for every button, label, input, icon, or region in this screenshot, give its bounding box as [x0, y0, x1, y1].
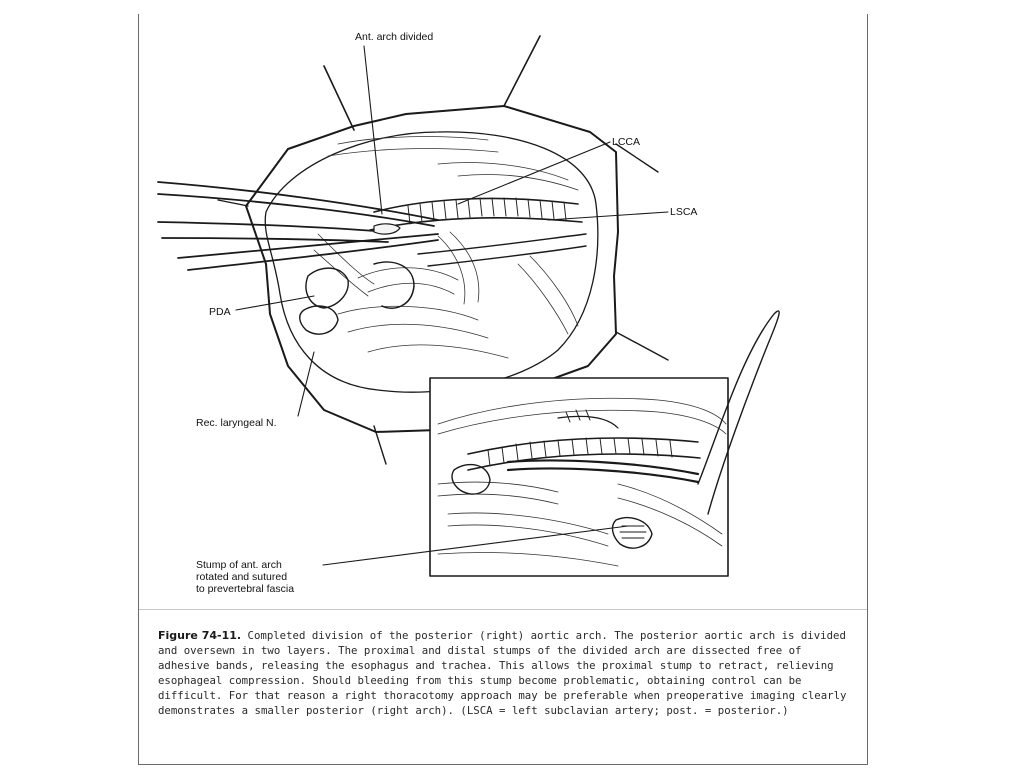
label-rec-laryngeal: Rec. laryngeal N. — [196, 417, 277, 429]
label-pda: PDA — [209, 306, 231, 318]
caption-text: Completed division of the posterior (rig… — [158, 629, 847, 717]
caption-figure-number: Figure 74-11. — [158, 629, 242, 642]
surgical-illustration — [157, 35, 780, 577]
caption-divider — [139, 609, 867, 610]
figure-caption: Figure 74-11. Completed division of the … — [158, 628, 858, 718]
label-lsca: LSCA — [670, 206, 698, 218]
label-stump-line: rotated and sutured — [196, 571, 288, 583]
label-ant-arch-divided: Ant. arch divided — [355, 31, 434, 43]
label-stump: Stump of ant. arch rotated and sutured t… — [196, 559, 336, 595]
label-stump-line: to prevertebral fascia — [196, 583, 295, 595]
label-stump-line: Stump of ant. arch — [196, 559, 282, 571]
label-lcca: LCCA — [612, 136, 641, 148]
